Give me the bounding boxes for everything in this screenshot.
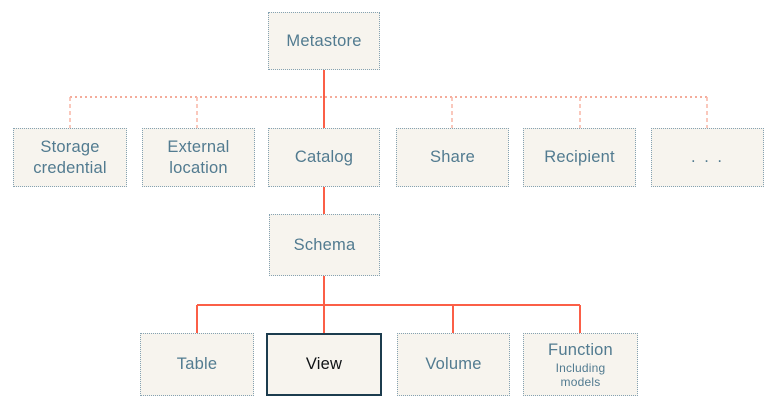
node-metastore-label: Metastore [286, 31, 362, 50]
node-external-location: External location [142, 128, 255, 187]
node-catalog: Catalog [268, 128, 380, 187]
node-storage-credential: Storage credential [13, 128, 127, 187]
node-ellipsis: . . . [651, 128, 764, 187]
node-volume-label: Volume [425, 355, 482, 374]
node-metastore: Metastore [268, 12, 380, 70]
node-share: Share [396, 128, 509, 187]
node-ellipsis-label: . . . [691, 148, 724, 167]
node-catalog-label: Catalog [294, 148, 354, 167]
node-volume: Volume [397, 333, 510, 396]
node-view-label: View [305, 355, 343, 374]
node-external-location-label: External location [167, 138, 230, 177]
node-function: Function Including models [523, 333, 638, 396]
node-table: Table [140, 333, 254, 396]
node-schema-label: Schema [293, 235, 356, 254]
node-schema: Schema [269, 214, 380, 276]
node-recipient-label: Recipient [544, 148, 615, 167]
node-function-label: Function [548, 340, 613, 359]
node-table-label: Table [176, 355, 218, 374]
node-function-sublabel: Including models [555, 360, 606, 390]
node-storage-credential-label: Storage credential [33, 138, 107, 177]
node-recipient: Recipient [523, 128, 636, 187]
node-share-label: Share [429, 148, 476, 167]
node-view-highlighted: View [266, 333, 382, 396]
